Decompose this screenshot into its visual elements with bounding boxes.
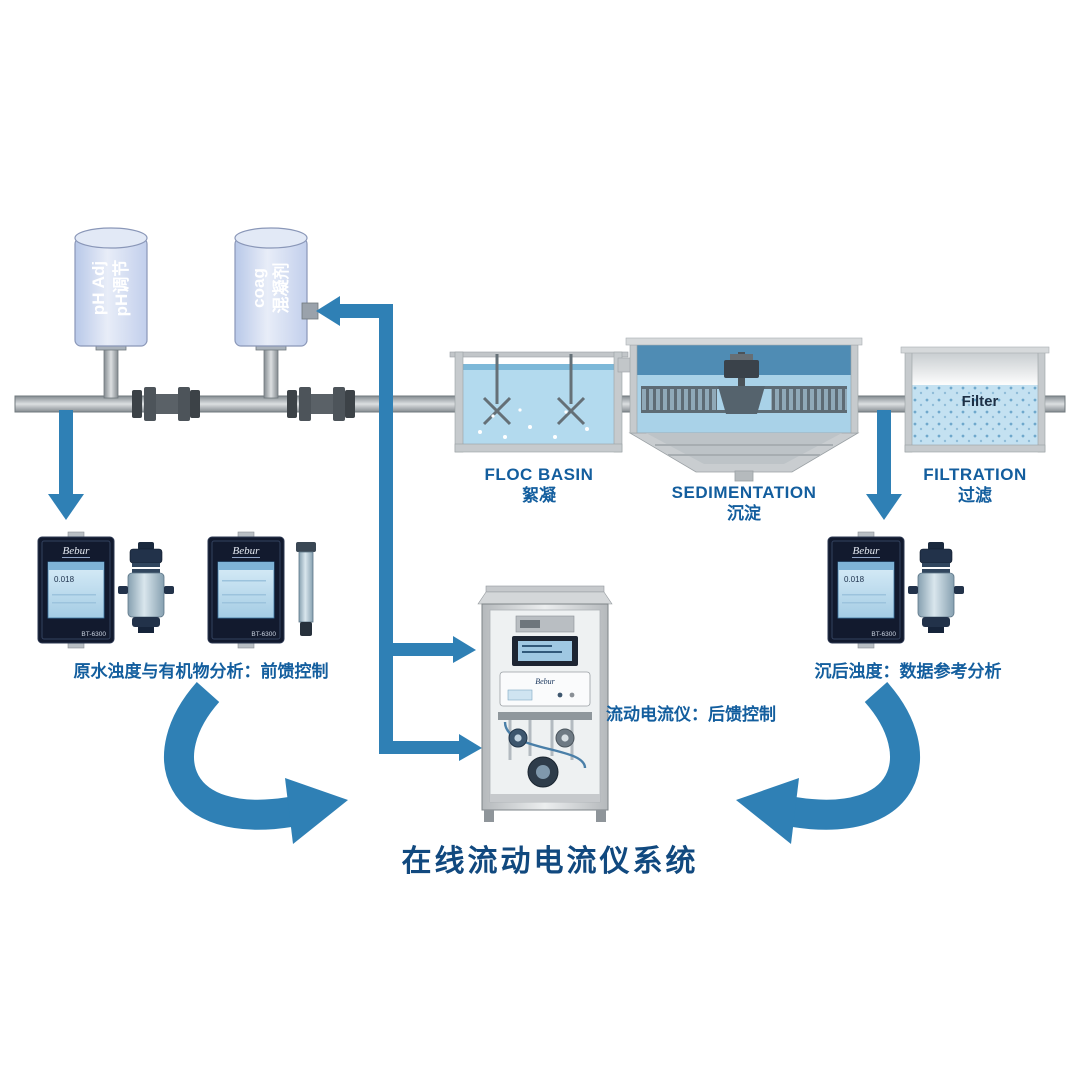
scraper-drive xyxy=(718,352,765,414)
brand-label: Bebur xyxy=(535,677,555,686)
coag-tank-outlet-pipe xyxy=(255,341,287,399)
probe-organics xyxy=(296,542,316,636)
floc-basin-label: FLOC BASIN 絮凝 xyxy=(453,464,625,507)
left-cycle-arrow xyxy=(164,682,348,844)
filtration-label-zh: 过滤 xyxy=(958,486,992,506)
model-label: BT-6300 xyxy=(871,631,896,638)
dosing-pump-valve-1 xyxy=(132,387,200,421)
brand-label: Bebur xyxy=(853,545,881,557)
sedimentation-label-en: SEDIMENTATION xyxy=(671,483,817,502)
streaming-current-analyzer-cabinet: Bebur xyxy=(477,585,613,822)
brand-label: Bebur xyxy=(63,545,91,557)
floc-basin-label-zh: 絮凝 xyxy=(522,486,556,506)
bubbles xyxy=(478,408,589,439)
sedimentation-label: SEDIMENTATION 沉淀 xyxy=(628,482,860,525)
system-title: 在线流动电流仪系统 xyxy=(401,845,699,878)
settled-water-annotation: 沉后浊度：数据参考分析 xyxy=(814,662,1002,681)
right-cycle-arrow xyxy=(736,682,920,844)
controller-settled-turbidity: Bebur 0.018 BT-6300 xyxy=(827,531,905,649)
filter-media xyxy=(912,385,1038,445)
analyzer-unit: Bebur xyxy=(499,671,591,707)
controller-raw-turbidity: Bebur 0.018 BT-6300 xyxy=(37,531,115,649)
raw-water-annotation: 原水浊度与有机物分析：前馈控制 xyxy=(73,662,329,681)
coag-tank-label: coag 混凝剂 xyxy=(235,233,307,343)
coag-tank-label-zh: 混凝剂 xyxy=(272,262,291,314)
filtration-tank xyxy=(900,346,1050,453)
floc-basin-label-en: FLOC BASIN xyxy=(484,465,594,484)
controller-raw-organics: Bebur BT-6300 xyxy=(207,531,285,649)
sensor-raw-turbidity xyxy=(118,542,174,633)
ph-tank-label-en: pH Adj xyxy=(89,260,109,316)
screen-reading: 0.018 xyxy=(844,575,865,584)
lamella-right xyxy=(771,389,847,410)
feedback-dosing-arrow xyxy=(316,296,482,761)
dosing-pump-valve-2 xyxy=(287,387,355,421)
brand-label: Bebur xyxy=(233,545,261,557)
analyzer-annotation: 流动电流仪：后馈控制 xyxy=(606,705,776,724)
coag-tank-label-en: coag xyxy=(249,268,269,308)
mixer-icon xyxy=(482,354,512,426)
sedimentation-label-zh: 沉淀 xyxy=(727,504,761,524)
raw-water-sample-arrow xyxy=(48,410,84,520)
settled-water-sample-arrow xyxy=(866,410,902,520)
coagulant-tank xyxy=(234,227,319,347)
ph-tank xyxy=(74,227,148,347)
model-label: BT-6300 xyxy=(81,631,106,638)
ph-tank-label-zh: pH调节 xyxy=(112,259,131,317)
model-label: BT-6300 xyxy=(251,631,276,638)
ph-tank-label: pH Adj pH调节 xyxy=(75,233,147,343)
filter-media-label: Filter xyxy=(961,393,999,410)
screen-reading: 0.018 xyxy=(54,575,75,584)
filtration-label: FILTRATION 过滤 xyxy=(903,464,1047,507)
filtration-label-en: FILTRATION xyxy=(923,465,1027,484)
sensor-settled-turbidity xyxy=(908,542,964,633)
cycle-arrows xyxy=(164,682,920,844)
floc-basin xyxy=(449,351,629,453)
sedimentation-tank xyxy=(625,337,863,482)
ph-tank-outlet-pipe xyxy=(95,341,127,399)
mixer-icon xyxy=(556,354,586,426)
lamella-left xyxy=(641,389,717,410)
flow-arrows xyxy=(48,296,902,761)
cabinet-display xyxy=(512,636,578,666)
